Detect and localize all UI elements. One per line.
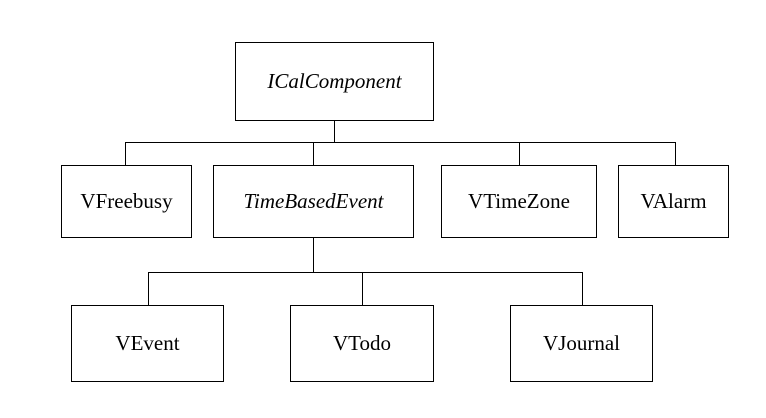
connector-drop-vtodo <box>362 272 363 305</box>
connector-drop-valarm <box>675 142 676 165</box>
class-name-vfreebusy: VFreebusy <box>80 189 173 213</box>
class-name-icalcomponent: ICalComponent <box>267 69 402 93</box>
class-box-vtodo[interactable]: VTodo <box>290 305 434 382</box>
connector-drop-vtimezone <box>519 142 520 165</box>
class-box-vevent[interactable]: VEvent <box>71 305 224 382</box>
connector-drop-timebasedevent <box>313 142 314 165</box>
class-box-vtimezone[interactable]: VTimeZone <box>441 165 597 238</box>
connector-root-stem <box>334 121 335 142</box>
class-name-valarm: VAlarm <box>640 189 707 213</box>
class-name-vevent: VEvent <box>115 331 180 355</box>
class-box-vjournal[interactable]: VJournal <box>510 305 653 382</box>
connector-drop-vjournal <box>582 272 583 305</box>
class-box-icalcomponent[interactable]: ICalComponent <box>235 42 434 121</box>
class-box-timebasedevent[interactable]: TimeBasedEvent <box>213 165 414 238</box>
class-name-vtodo: VTodo <box>332 331 392 355</box>
connector-drop-vevent <box>148 272 149 305</box>
connector-timebasedevent-stem <box>313 238 314 272</box>
class-box-vfreebusy[interactable]: VFreebusy <box>61 165 192 238</box>
class-name-vtimezone: VTimeZone <box>468 189 570 213</box>
class-name-timebasedevent: TimeBasedEvent <box>243 189 384 213</box>
class-name-vjournal: VJournal <box>543 331 620 355</box>
class-box-valarm[interactable]: VAlarm <box>618 165 729 238</box>
connector-drop-vfreebusy <box>125 142 126 165</box>
connector-bus-2 <box>148 272 582 273</box>
connector-bus-1 <box>125 142 675 143</box>
